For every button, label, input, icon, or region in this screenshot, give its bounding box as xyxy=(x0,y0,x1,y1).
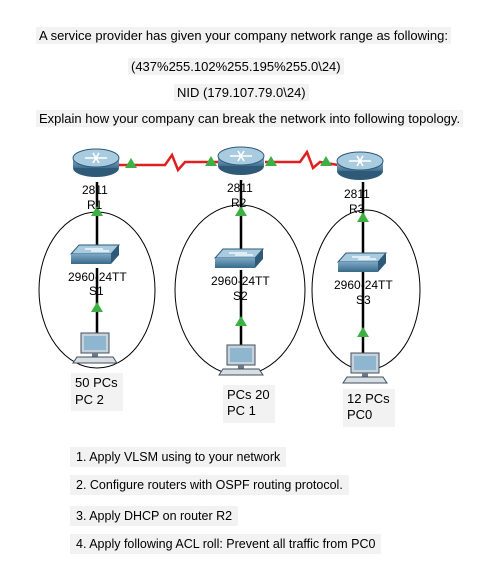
router-model-label: 2811 xyxy=(82,183,108,197)
router-model-label: 2811 xyxy=(227,181,253,195)
switch-name-label: S2 xyxy=(233,289,248,303)
link-up-icon xyxy=(357,327,369,337)
switch-name-label: S3 xyxy=(356,293,371,307)
router-name-label: R2 xyxy=(231,196,247,210)
link-up-icon xyxy=(91,302,103,312)
task-item-4: 4. Apply following ACL roll: Prevent all… xyxy=(70,534,382,554)
switch-s3[interactable] xyxy=(336,252,388,272)
switch-model-label: 2960-24TT xyxy=(334,278,393,292)
router-name-label: R1 xyxy=(87,198,103,212)
task-item-1: 1. Apply VLSM using to your network xyxy=(70,447,287,467)
link-status-markers xyxy=(91,156,369,337)
switch-s2[interactable] xyxy=(213,248,265,268)
link-up-icon xyxy=(91,206,103,216)
switch-name-label: S1 xyxy=(89,284,104,298)
host-name-label: PC 2 xyxy=(75,392,104,407)
router-r3[interactable] xyxy=(336,151,384,180)
serial-link-r1-r2 xyxy=(115,152,218,173)
router-model-label: 2811 xyxy=(344,187,370,201)
task-item-3: 3. Apply DHCP on router R2 xyxy=(70,506,239,526)
router-r1[interactable] xyxy=(72,148,120,177)
link-up-icon xyxy=(125,158,137,168)
link-up-icon xyxy=(205,156,217,166)
link-up-icon xyxy=(235,206,247,216)
pc-icon-pc0[interactable] xyxy=(342,352,388,384)
network-id: NID (179.107.79.0\24) xyxy=(174,84,309,101)
host-name-label: PC 1 xyxy=(227,403,256,418)
switch-s1[interactable] xyxy=(69,244,121,264)
intro-text: A service provider has given your compan… xyxy=(36,27,451,44)
pc-icon-pc2[interactable] xyxy=(72,332,118,364)
question-text: Explain how your company can break the n… xyxy=(36,110,464,127)
link-up-icon xyxy=(265,156,277,166)
link-up-icon xyxy=(357,212,369,222)
task-item-2: 2. Configure routers with OSPF routing p… xyxy=(70,475,349,495)
router-r2[interactable] xyxy=(217,146,265,175)
host-name-label: PC0 xyxy=(347,407,372,422)
link-up-icon xyxy=(320,156,332,166)
host-count-label: 12 PCs xyxy=(347,391,390,406)
link-up-icon xyxy=(235,316,247,326)
network-range: (437%255.102%255.195%255.0\24) xyxy=(128,58,344,75)
switch-model-label: 2960-24TT xyxy=(211,274,270,288)
router-name-label: R3 xyxy=(349,202,365,216)
switch-model-label: 2960-24TT xyxy=(68,270,127,284)
host-count-label: 50 PCs xyxy=(75,375,118,390)
pc-icon-pc1[interactable] xyxy=(218,344,264,376)
host-count-label: PCs 20 xyxy=(227,387,270,402)
